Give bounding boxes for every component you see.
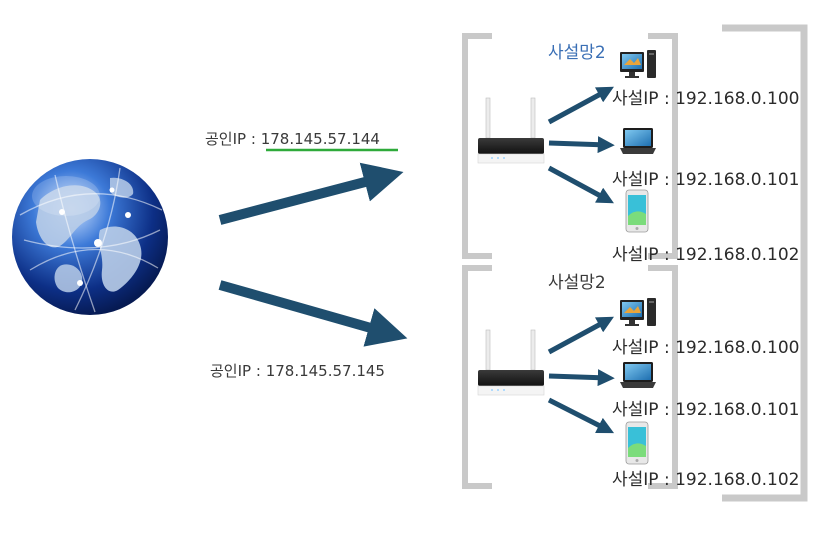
private-ip-value: 192.168.0.102 (675, 245, 800, 265)
desktop-icon (620, 298, 656, 326)
public-ip-value: 178.145.57.144 (260, 130, 380, 148)
device-ip-2-1: 사설IP : 192.168.0.100 (612, 333, 799, 358)
desktop-icon (620, 50, 656, 78)
device-ip-1-1: 사설IP : 192.168.0.100 (612, 84, 799, 109)
main-arrows (218, 162, 408, 347)
network-2-bracket-right (648, 265, 678, 489)
network-1-bracket (462, 33, 492, 259)
private-ip-label: 사설IP : (612, 170, 670, 190)
smartphone-icon (625, 189, 649, 233)
private-ip-label: 사설IP : (612, 245, 670, 265)
private-ip-label: 사설IP : (612, 400, 670, 420)
private-ip-value: 192.168.0.101 (675, 170, 800, 190)
network-1-name: 사설망2 (548, 43, 606, 63)
network-2-name: 사설망2 (548, 273, 606, 293)
arrow-to-desktop-2 (547, 316, 614, 355)
network-1-bracket-right (648, 33, 678, 259)
private-ip-value: 192.168.0.102 (675, 470, 800, 490)
public-ip-label: 공인IP : (205, 130, 256, 148)
device-ip-2-2: 사설IP : 192.168.0.101 (612, 395, 799, 420)
device-arrows-1 (547, 86, 615, 204)
private-ip-value: 192.168.0.100 (675, 338, 800, 358)
public-ip-1: 공인IP : 178.145.57.144 (205, 128, 380, 149)
private-ip-label: 사설IP : (612, 338, 670, 358)
arrow-to-network-2 (218, 280, 408, 347)
private-ip-value: 192.168.0.100 (675, 89, 800, 109)
globe-icon (12, 159, 168, 315)
device-arrows-2 (547, 316, 615, 434)
arrow-to-desktop-1 (547, 86, 614, 125)
network-2-bracket (462, 265, 492, 489)
arrow-to-phone-1 (547, 165, 614, 204)
public-ip-value: 178.145.57.145 (265, 362, 385, 380)
arrow-to-network-1 (218, 162, 404, 225)
arrow-to-laptop-1 (548, 136, 615, 154)
private-ip-label: 사설IP : (612, 89, 670, 109)
device-ip-1-3: 사설IP : 192.168.0.102 (612, 240, 799, 265)
private-ip-value: 192.168.0.101 (675, 400, 800, 420)
outer-bracket (722, 24, 808, 502)
laptop-icon (620, 362, 656, 388)
laptop-icon (620, 128, 656, 154)
router-icon (477, 97, 545, 164)
private-ip-label: 사설IP : (612, 470, 670, 490)
device-ip-1-2: 사설IP : 192.168.0.101 (612, 165, 799, 190)
device-ip-2-3: 사설IP : 192.168.0.102 (612, 465, 799, 490)
arrow-to-laptop-2 (548, 369, 615, 387)
router-icon (477, 329, 545, 396)
public-ip-label: 공인IP : (210, 362, 261, 380)
public-ip-2: 공인IP : 178.145.57.145 (210, 360, 385, 381)
smartphone-icon (625, 421, 649, 465)
arrow-to-phone-2 (547, 397, 615, 434)
